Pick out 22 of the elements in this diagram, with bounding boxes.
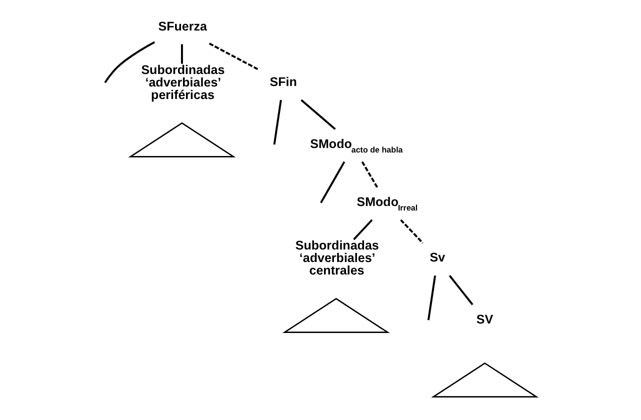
connector [448, 275, 474, 306]
node-triangle [128, 122, 236, 158]
connector [181, 44, 183, 64]
connector [320, 161, 346, 204]
connector [273, 100, 282, 145]
node-text: SFin [270, 75, 297, 90]
connector [104, 41, 156, 84]
connector [353, 219, 373, 240]
connector [427, 276, 436, 320]
node-text: SModo$_{Irreal}$ [356, 195, 418, 213]
connector [361, 161, 378, 188]
node-triangle [431, 362, 539, 398]
node-text: Sv [430, 250, 446, 265]
node-text: SModo$_{acto de habla}$ [310, 136, 403, 154]
node-text: Subordinadas ‘adverbiales’ periféricas [141, 62, 225, 102]
node-text: Subordinadas ‘adverbiales’ centrales [295, 238, 379, 278]
node-text: SFuerza [158, 19, 207, 34]
node-text: SV [476, 312, 494, 327]
connector [208, 42, 260, 71]
node-triangle [282, 298, 390, 333]
connector [300, 99, 336, 130]
connector [400, 219, 424, 244]
